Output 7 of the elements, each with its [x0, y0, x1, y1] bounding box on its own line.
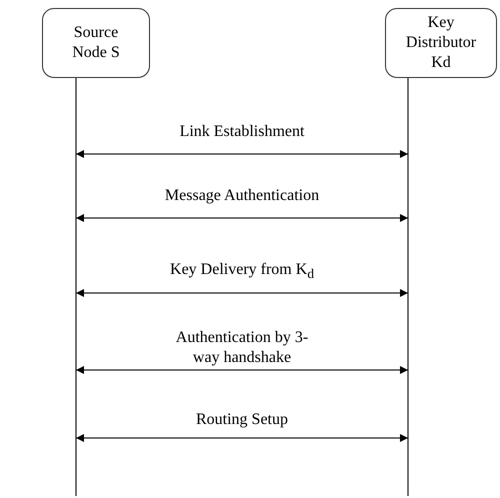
participant-name: Key Distributor Kd [404, 13, 478, 73]
message-arrow [76, 214, 408, 222]
message-arrow [76, 289, 408, 297]
participant-name: Source Node S [71, 23, 121, 63]
message-arrow [76, 150, 408, 158]
message-arrow [76, 434, 408, 442]
message-arrow [76, 366, 408, 374]
